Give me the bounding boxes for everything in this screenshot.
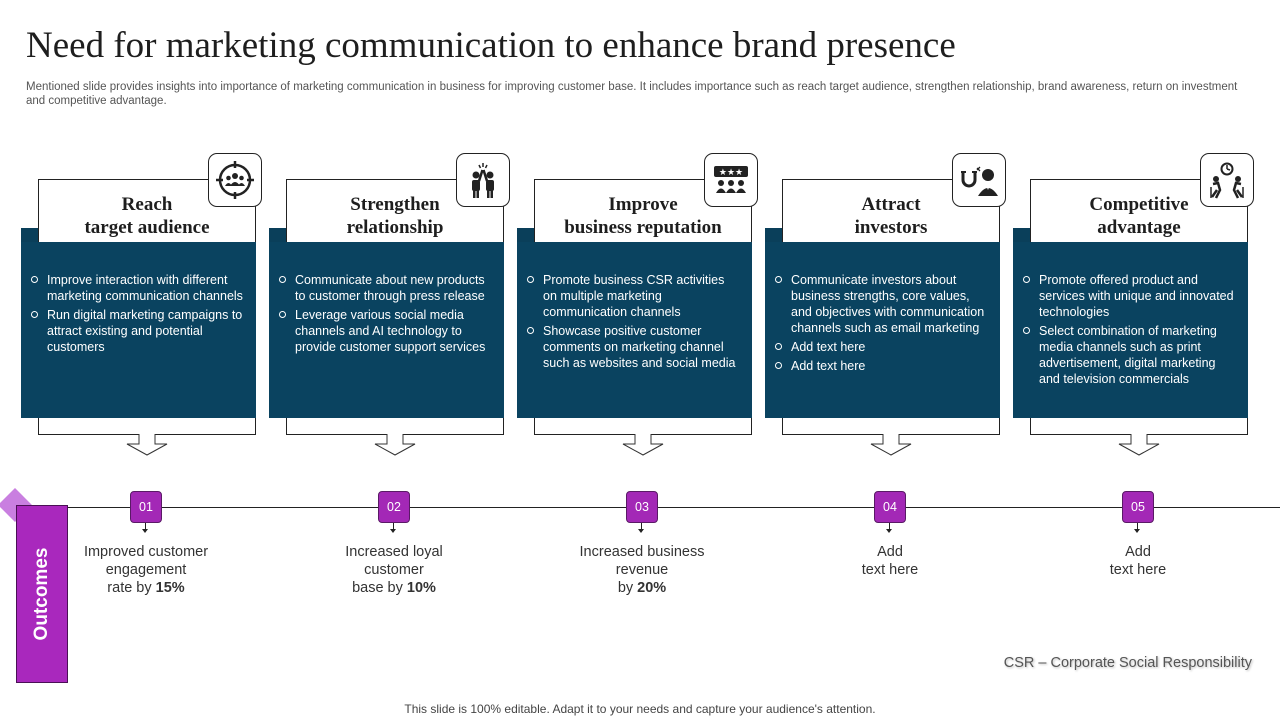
rating-stars-icon: ★★★ <box>704 153 758 207</box>
card-tab-decoration <box>21 228 39 243</box>
list-item: Communicate investors about business str… <box>775 272 988 336</box>
card-heading-line2: advantage <box>1097 217 1181 238</box>
card-tab-decoration <box>517 228 535 243</box>
card-heading-line2: business reputation <box>564 217 722 238</box>
milestone-connector <box>393 523 394 530</box>
list-item: Run digital marketing campaigns to attra… <box>31 307 244 355</box>
slide-subtitle: Mentioned slide provides insights into i… <box>26 81 1238 107</box>
card-heading-line1: Competitive <box>1089 194 1189 215</box>
slide-title: Need for marketing communication to enha… <box>26 25 956 66</box>
card-panel: Promote offered product and services wit… <box>1013 242 1248 418</box>
milestone-text: Increased loyal customer base by 10% <box>345 544 443 596</box>
card-heading-line1: Reach <box>121 194 173 215</box>
magnet-investor-icon <box>952 153 1006 207</box>
circle-bullet-icon <box>775 343 782 350</box>
milestone-number-badge: 05 <box>1122 491 1154 523</box>
card-tab-decoration <box>765 228 783 243</box>
card-attract-investors: Attract investors Communicate investors … <box>765 153 1006 456</box>
card-strengthen-relationship: Strengthen relationship Communicate abou… <box>269 153 510 456</box>
circle-bullet-icon <box>775 276 782 283</box>
circle-bullet-icon <box>31 311 38 318</box>
list-item: Promote offered product and services wit… <box>1023 272 1236 320</box>
list-item: Leverage various social media channels a… <box>279 307 492 355</box>
milestone-number-badge: 02 <box>378 491 410 523</box>
card-heading-line1: Strengthen <box>350 194 440 215</box>
csr-footnote: CSR – Corporate Social Responsibility <box>1003 655 1252 671</box>
milestone-connector <box>145 523 146 530</box>
card-heading: Strengthen relationship <box>286 193 504 239</box>
arrow-tip-icon <box>142 529 148 533</box>
down-arrow-icon <box>1118 434 1160 456</box>
milestone-connector <box>1137 523 1138 530</box>
card-heading: Reach target audience <box>38 193 256 239</box>
list-item: Improve interaction with different marke… <box>31 272 244 304</box>
outcomes-label-bar: Outcomes <box>16 505 68 683</box>
circle-bullet-icon <box>31 276 38 283</box>
card-tab-decoration <box>1013 228 1031 243</box>
high-five-icon <box>456 153 510 207</box>
card-bullet-list: Communicate about new products to custom… <box>279 272 492 355</box>
milestone-number-badge: 04 <box>874 491 906 523</box>
competition-race-icon <box>1200 153 1254 207</box>
milestone-number-badge: 01 <box>130 491 162 523</box>
card-panel: Improve interaction with different marke… <box>21 242 256 418</box>
milestone-connector <box>641 523 642 530</box>
list-item: Showcase positive customer comments on m… <box>527 323 740 371</box>
card-heading: Improve business reputation <box>534 193 752 239</box>
card-heading-line1: Attract <box>861 194 921 215</box>
milestone-text: Improved customer engagement rate by 15% <box>83 544 209 596</box>
list-item: Select combination of marketing media ch… <box>1023 323 1236 387</box>
card-tab-decoration <box>269 228 287 243</box>
arrow-tip-icon <box>1134 529 1140 533</box>
slide-footer: This slide is 100% editable. Adapt it to… <box>404 702 876 716</box>
card-heading: Competitive advantage <box>1030 193 1248 239</box>
card-bullet-list: Improve interaction with different marke… <box>31 272 244 355</box>
circle-bullet-icon <box>279 276 286 283</box>
card-competitive-advantage: Competitive advantage Promote offered pr… <box>1013 153 1254 456</box>
circle-bullet-icon <box>279 311 286 318</box>
circle-bullet-icon <box>1023 327 1030 334</box>
card-heading-line2: investors <box>854 217 928 238</box>
milestone-number-badge: 03 <box>626 491 658 523</box>
card-heading-line2: relationship <box>346 217 444 238</box>
milestone-text: Add text here <box>861 544 919 578</box>
outcomes-label: Outcomes <box>31 547 52 641</box>
card-heading-line2: target audience <box>84 217 210 238</box>
card-reach-target-audience: Reach target audience Improve interactio… <box>21 153 262 456</box>
down-arrow-icon <box>870 434 912 456</box>
down-arrow-icon <box>622 434 664 456</box>
list-item: Promote business CSR activities on multi… <box>527 272 740 320</box>
card-panel: Communicate investors about business str… <box>765 242 1000 418</box>
svg-text:★★★: ★★★ <box>719 168 743 178</box>
list-item: Communicate about new products to custom… <box>279 272 492 304</box>
circle-bullet-icon <box>775 362 782 369</box>
card-improve-business-reputation: Improve business reputation Promote busi… <box>517 153 758 456</box>
audience-target-icon <box>208 153 262 207</box>
arrow-tip-icon <box>886 529 892 533</box>
list-item: Add text here <box>775 358 988 374</box>
card-heading: Attract investors <box>782 193 1000 239</box>
down-arrow-icon <box>374 434 416 456</box>
down-arrow-icon <box>126 434 168 456</box>
circle-bullet-icon <box>527 327 534 334</box>
card-bullet-list: Communicate investors about business str… <box>775 272 988 374</box>
card-panel: Communicate about new products to custom… <box>269 242 504 418</box>
circle-bullet-icon <box>527 276 534 283</box>
card-bullet-list: Promote offered product and services wit… <box>1023 272 1236 387</box>
arrow-tip-icon <box>638 529 644 533</box>
milestone-connector <box>889 523 890 530</box>
card-bullet-list: Promote business CSR activities on multi… <box>527 272 740 371</box>
card-panel: Promote business CSR activities on multi… <box>517 242 752 418</box>
card-heading-line1: Improve <box>608 194 678 215</box>
list-item: Add text here <box>775 339 988 355</box>
milestone-text: Add text here <box>1109 544 1167 578</box>
milestone-text: Increased business revenue by 20% <box>579 544 705 596</box>
arrow-tip-icon <box>390 529 396 533</box>
circle-bullet-icon <box>1023 276 1030 283</box>
